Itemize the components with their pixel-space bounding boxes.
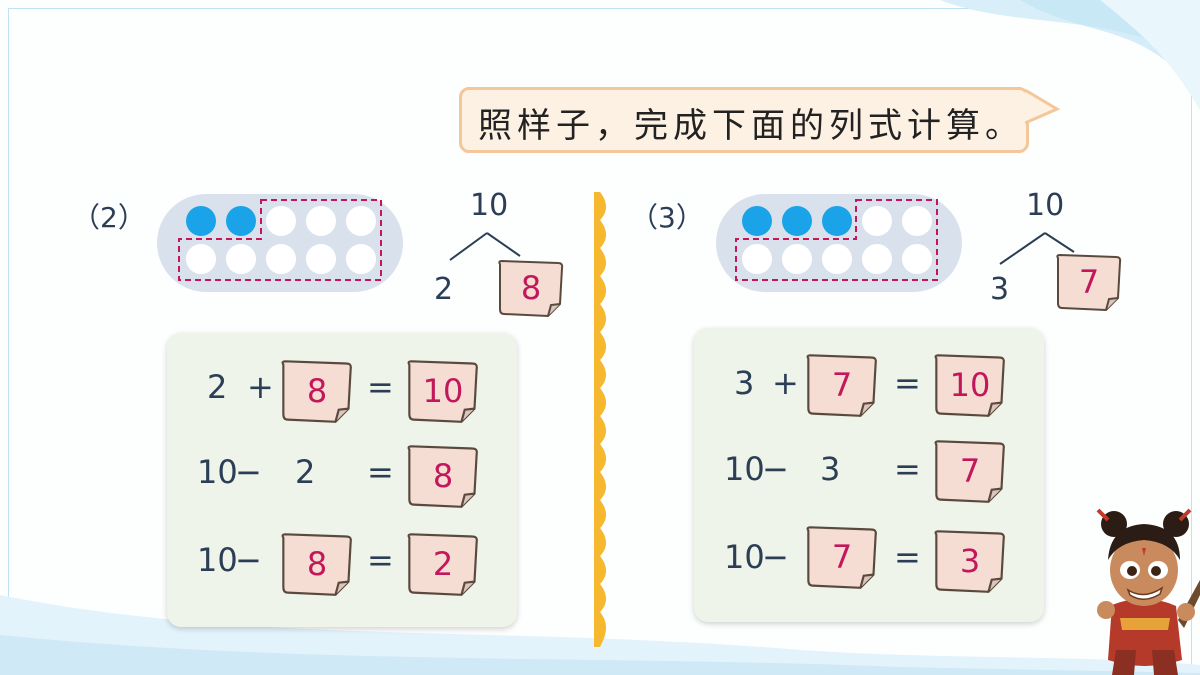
answer-value: 8 xyxy=(432,457,454,495)
decorative-wave-bottom xyxy=(0,595,1200,675)
empty-counter xyxy=(306,244,336,274)
operand: 10 xyxy=(197,453,238,491)
empty-counter xyxy=(306,206,336,236)
operator: + xyxy=(247,368,274,406)
answer-value: 7 xyxy=(1078,263,1100,301)
empty-counter xyxy=(186,244,216,274)
answer-card: 8 xyxy=(405,443,478,508)
operand: 2 xyxy=(295,453,316,491)
operand: 10 xyxy=(724,538,765,576)
empty-counter xyxy=(346,206,376,236)
operand: 10 xyxy=(724,450,765,488)
answer-value: 3 xyxy=(959,542,981,580)
blue-counter xyxy=(186,206,216,236)
operator: + xyxy=(772,364,799,402)
operator: − xyxy=(762,450,789,488)
answer-card: 7 xyxy=(1054,252,1124,312)
operand: 3 xyxy=(820,450,841,488)
problem-label: （3） xyxy=(630,201,704,234)
answer-card: 7 xyxy=(804,352,877,417)
equals-sign: = xyxy=(367,541,394,579)
answer-card: 2 xyxy=(405,531,478,596)
equation-panel: 2 + 8 = 10 10 − 2 = 8 10 − 8 = 2 xyxy=(167,333,517,627)
empty-counter xyxy=(822,244,852,274)
whole-number: 10 xyxy=(1026,188,1065,223)
answer-card: 8 xyxy=(279,358,352,423)
ten-frame xyxy=(716,194,962,292)
answer-value: 8 xyxy=(306,545,328,583)
cartoon-character-illustration xyxy=(1096,508,1200,675)
answer-card: 8 xyxy=(496,258,566,318)
operand: 3 xyxy=(734,364,755,402)
empty-counter xyxy=(902,206,932,236)
empty-counter xyxy=(862,206,892,236)
empty-counter xyxy=(862,244,892,274)
answer-card: 3 xyxy=(932,528,1005,593)
known-part: 3 xyxy=(990,272,1010,307)
equals-sign: = xyxy=(894,364,921,402)
blue-counter xyxy=(782,206,812,236)
dashed-group-outline xyxy=(178,199,382,281)
operator: − xyxy=(235,541,262,579)
answer-value: 7 xyxy=(831,538,853,576)
whole-number: 10 xyxy=(470,188,509,223)
equation-panel: 3 + 7 = 10 10 − 3 = 7 10 − 7 = 3 xyxy=(694,328,1044,622)
empty-counter xyxy=(226,244,256,274)
instruction-text: 照样子，完成下面的列式计算。 xyxy=(478,106,1024,146)
equals-sign: = xyxy=(894,450,921,488)
operator: − xyxy=(762,538,789,576)
ten-frame xyxy=(157,194,403,292)
scalloped-divider xyxy=(594,192,606,647)
equals-sign: = xyxy=(894,538,921,576)
dashed-group-outline xyxy=(735,199,938,281)
answer-card: 7 xyxy=(932,438,1005,503)
equals-sign: = xyxy=(367,368,394,406)
operand: 10 xyxy=(197,541,238,579)
empty-counter xyxy=(902,244,932,274)
empty-counter xyxy=(346,244,376,274)
decorative-wave-top xyxy=(940,0,1200,110)
answer-value: 10 xyxy=(422,372,464,410)
split-lines xyxy=(449,232,521,261)
split-lines xyxy=(999,232,1075,265)
bubble-tail xyxy=(1025,88,1061,125)
answer-value: 8 xyxy=(520,269,542,307)
answer-card: 10 xyxy=(405,358,478,423)
blue-counter xyxy=(226,206,256,236)
blue-counter xyxy=(822,206,852,236)
answer-card: 8 xyxy=(279,531,352,596)
equals-sign: = xyxy=(367,453,394,491)
answer-card: 10 xyxy=(932,352,1005,417)
operator: − xyxy=(235,453,262,491)
blue-counter xyxy=(742,206,772,236)
answer-card: 7 xyxy=(804,524,877,589)
answer-value: 10 xyxy=(949,366,991,404)
answer-value: 8 xyxy=(306,372,328,410)
empty-counter xyxy=(266,244,296,274)
problem-label: （2） xyxy=(72,201,146,234)
empty-counter xyxy=(782,244,812,274)
empty-counter xyxy=(742,244,772,274)
answer-value: 2 xyxy=(432,545,454,583)
answer-value: 7 xyxy=(959,452,981,490)
instruction-bubble xyxy=(459,87,1029,153)
empty-counter xyxy=(266,206,296,236)
answer-value: 7 xyxy=(831,366,853,404)
operand: 2 xyxy=(207,368,228,406)
known-part: 2 xyxy=(434,272,454,307)
